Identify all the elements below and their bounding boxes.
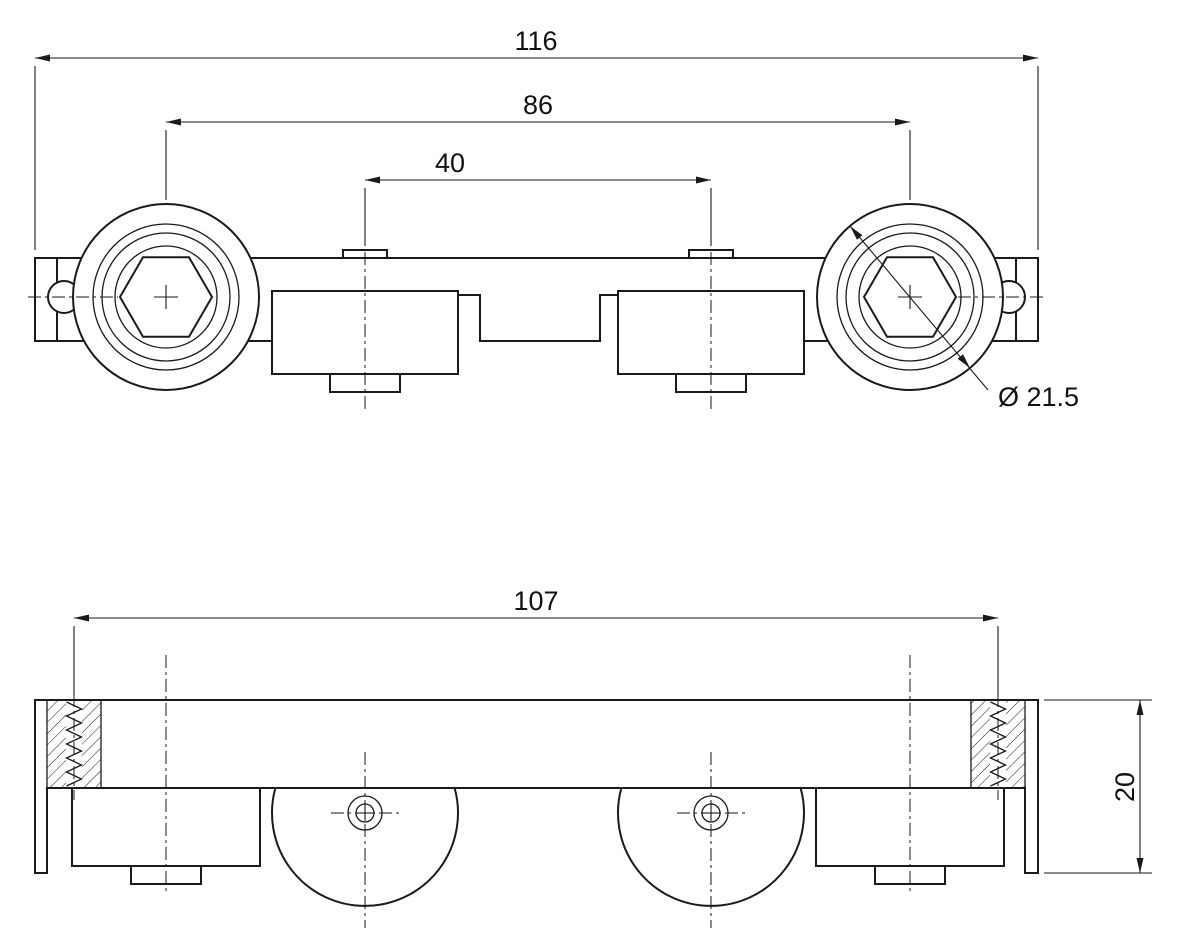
hex-socket-icon [862, 256, 958, 338]
dimension-20: 20 [1044, 699, 1152, 874]
left-wheel [72, 203, 260, 391]
front-view: 107 20 [34, 586, 1152, 928]
centerlines [28, 252, 1046, 410]
left-threaded-hole [46, 699, 102, 789]
left-wheel-arc [271, 787, 459, 907]
dim-label-diameter: Ø 21.5 [998, 382, 1079, 412]
hex-socket-icon [118, 256, 214, 338]
dim-label-86: 86 [523, 90, 553, 120]
dim-label-107: 107 [513, 586, 558, 616]
dim-label-116: 116 [514, 26, 557, 56]
dim-label-40: 40 [435, 148, 465, 178]
right-wheel-arc [617, 787, 805, 907]
dimension-diameter: Ø 21.5 [849, 225, 1079, 412]
right-threaded-hole [970, 699, 1026, 789]
centerlines [73, 655, 999, 928]
dimension-86: 86 [165, 90, 911, 200]
dimension-107: 107 [73, 586, 999, 696]
dimension-116: 116 [34, 26, 1039, 250]
dim-label-20: 20 [1110, 772, 1140, 802]
top-view: 116 86 40 Ø 21.5 [28, 26, 1079, 412]
dimension-40: 40 [364, 148, 712, 246]
